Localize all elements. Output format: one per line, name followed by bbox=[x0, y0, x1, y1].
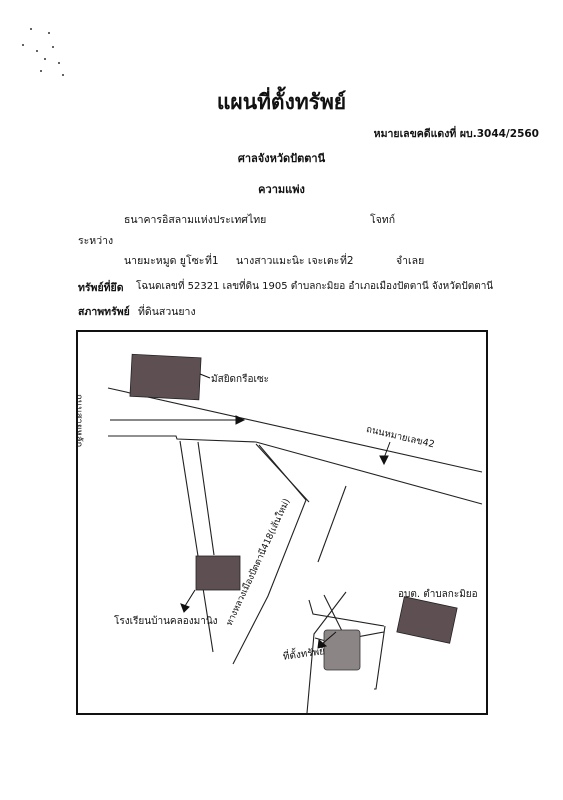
seized-property-text: โฉนดเลขที่ 52321 เลขที่ดิน 1905 ตำบลกะมิ… bbox=[136, 281, 494, 292]
document-title: แผนที่ตั้งทรัพย์ bbox=[216, 90, 347, 114]
property-condition-text: ที่ดินสวนยาง bbox=[138, 306, 196, 318]
mosque-pointer bbox=[199, 373, 211, 379]
school-building bbox=[195, 555, 241, 591]
property-condition-label: สภาพทรัพย์ bbox=[78, 306, 130, 318]
between-label: ระหว่าง bbox=[78, 235, 114, 247]
road-center-inner bbox=[255, 443, 310, 503]
mosque-label: มัสยิดกรือเซะ bbox=[211, 374, 270, 385]
sao-building bbox=[396, 596, 458, 644]
road-right-top bbox=[317, 485, 347, 563]
case-number: หมายเลขคดีแดงที่ ผบ.3044/2560 bbox=[373, 128, 539, 140]
lane-top bbox=[308, 599, 385, 627]
school-pointer bbox=[184, 589, 196, 607]
road-left-edge-1 bbox=[179, 440, 214, 653]
defendant-1-name: นายมะหมูด ยูโซะ bbox=[124, 255, 205, 267]
defendant-2-order: ที่2 bbox=[340, 255, 354, 267]
location-map: มัสยิดกรือเซะ ถนนสายหลัก ถนนหมายเลข42 ทา… bbox=[73, 330, 488, 715]
school-label: โรงเรียนบ้านคลองมานิง bbox=[114, 616, 218, 627]
highway42-pointer bbox=[383, 441, 391, 459]
court-name: ศาลจังหวัดปัตตานี bbox=[237, 152, 326, 165]
case-type: ความแพ่ง bbox=[258, 183, 305, 196]
defendant-1-order: ที่1 bbox=[205, 255, 219, 267]
property-plot bbox=[323, 629, 361, 671]
mosque-building bbox=[129, 353, 202, 401]
road-center-left bbox=[232, 444, 307, 665]
road-center-right bbox=[306, 591, 347, 713]
seized-property-label: ทรัพย์ที่ยึด bbox=[78, 282, 124, 294]
property-pointer-head bbox=[317, 639, 328, 649]
plaintiff-role: โจทก์ bbox=[370, 214, 396, 226]
defendant-2-name: นางสาวแมะนิะ เจะเตะ bbox=[236, 255, 340, 267]
road-left-label: ถนนสายหลัก bbox=[73, 394, 84, 448]
defendant-role: จำเลย bbox=[396, 255, 425, 267]
road-bottom-edge bbox=[108, 435, 483, 505]
direction-arrow-head bbox=[235, 415, 246, 425]
road-left-edge-2 bbox=[197, 441, 215, 556]
school-pointer-head bbox=[180, 603, 190, 613]
road-top-edge bbox=[107, 387, 483, 473]
plaintiff-name: ธนาคารอิสลามแห่งประเทศไทย bbox=[124, 214, 267, 226]
sao-label: อบต. ตำบลกะมิยอ bbox=[398, 589, 478, 600]
lane-end bbox=[374, 625, 386, 690]
highway42-pointer-head bbox=[379, 455, 389, 466]
map-drawing bbox=[107, 353, 483, 713]
property-pointer bbox=[321, 631, 337, 645]
